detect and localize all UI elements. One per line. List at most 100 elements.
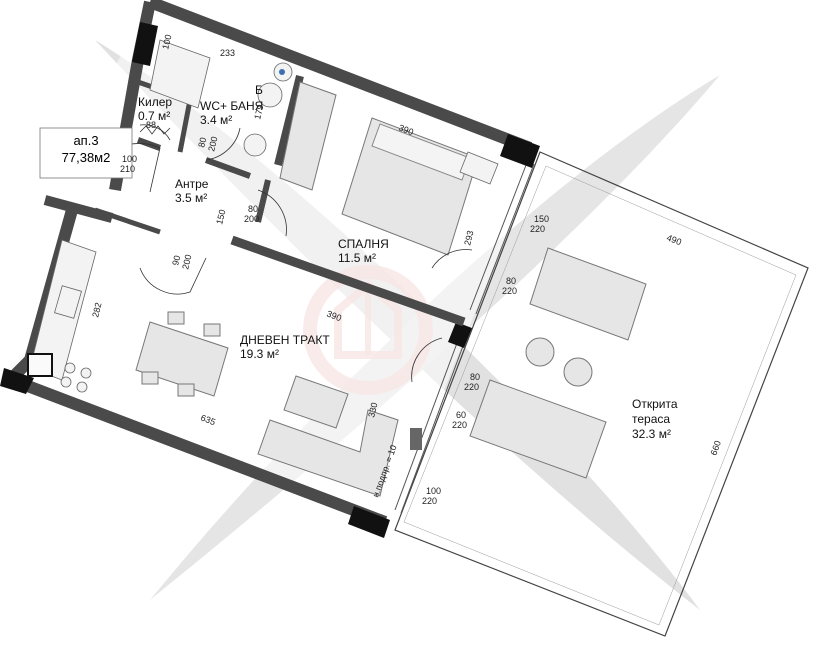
pillar-top-right — [500, 134, 540, 168]
svg-text:90: 90 — [170, 254, 182, 266]
dim-100: 100 — [160, 33, 173, 50]
terrace-sofa-2 — [469, 379, 607, 479]
wardrobe — [279, 81, 337, 191]
dim-179: 179 — [252, 103, 265, 120]
terrace-furniture — [469, 247, 647, 479]
terrace-glazing — [394, 159, 535, 514]
boiler-label: Б — [255, 83, 263, 97]
toilet — [257, 82, 283, 108]
wall-hall-bedroom — [255, 179, 271, 223]
bedroom-furniture — [279, 81, 499, 256]
svg-text:100: 100 — [122, 154, 137, 164]
svg-text:210: 210 — [120, 164, 135, 174]
apartment-label: ап.3 77,38м2 — [39, 127, 133, 179]
dim-660: 660 — [708, 439, 723, 457]
terrace-sofa-1 — [529, 247, 647, 341]
washbasin — [243, 133, 267, 157]
svg-text:200: 200 — [244, 214, 259, 224]
terrace-outline — [394, 151, 809, 637]
pantry-area: 0.7 м² — [138, 109, 170, 123]
boiler-dot — [279, 69, 285, 75]
dining-table — [135, 321, 229, 397]
terrace-inner-edge — [403, 165, 797, 626]
dimension-labels: 100 233 179 88 390 150 293 282 390 635 3… — [90, 33, 723, 456]
shower-tray — [149, 39, 211, 109]
svg-text:220: 220 — [422, 496, 437, 506]
pillar-bottom-left — [0, 368, 34, 394]
bathroom-fixtures — [149, 39, 293, 157]
dining-chairs — [141, 311, 221, 397]
wall-bottom — [9, 374, 388, 528]
bathroom-name: WC+ БАНЯ — [200, 99, 263, 113]
wall-bath-south-2 — [204, 157, 252, 179]
corner-sofa — [257, 409, 399, 497]
svg-text:80: 80 — [470, 372, 480, 382]
dim-233: 233 — [220, 48, 235, 58]
svg-text:80: 80 — [506, 276, 516, 286]
door-living-terrace — [411, 337, 443, 383]
wall-hall-living — [94, 207, 161, 235]
hall-area: 3.5 м² — [175, 191, 207, 205]
apartment-label-frame — [39, 127, 133, 179]
pillar-column — [410, 428, 422, 450]
cooktop — [60, 362, 92, 393]
terrace-name-1: Открита — [632, 397, 678, 411]
living-name: ДНЕВЕН ТРАКТ — [240, 333, 330, 347]
door-bedroom-terrace — [431, 249, 473, 269]
svg-text:220: 220 — [452, 420, 467, 430]
apartment-area: 77,38м2 — [62, 150, 111, 165]
svg-text:80: 80 — [248, 204, 258, 214]
pillar-top-left — [132, 22, 158, 66]
opening-9: 100 220 — [422, 486, 441, 506]
apartment-floor — [15, 0, 540, 525]
living-furniture — [27, 239, 399, 497]
opening-8: 60 220 — [452, 410, 467, 430]
pantry-name: Килер — [138, 95, 172, 109]
wall-bedroom-living — [230, 235, 466, 327]
opening-3: 80 200 — [244, 204, 259, 224]
dim-88: 88 — [146, 120, 156, 130]
svg-text:80: 80 — [196, 136, 208, 148]
svg-text:100: 100 — [426, 486, 441, 496]
opening-5: 150 220 — [530, 214, 549, 234]
dim-490: 490 — [665, 233, 683, 248]
svg-text:60: 60 — [456, 410, 466, 420]
svg-text:220: 220 — [530, 224, 545, 234]
bedroom-name: СПАЛНЯ — [338, 237, 389, 251]
bedroom-area: 11.5 м² — [338, 251, 376, 265]
door-pantry — [139, 124, 171, 141]
opening-2: 80 200 — [196, 135, 219, 152]
svg-text:200: 200 — [206, 135, 219, 152]
dim-293: 293 — [462, 229, 475, 246]
terrace-name-2: тераса — [632, 412, 670, 426]
svg-text:220: 220 — [464, 382, 479, 392]
pillar-bottom-right — [348, 506, 390, 538]
bed-pillows — [371, 123, 471, 181]
hall-name: Антре — [175, 177, 209, 191]
opening-4: 90 200 — [170, 253, 193, 270]
svg-text:220: 220 — [502, 286, 517, 296]
dim-330: 330 — [366, 401, 379, 418]
terrace-area: 32.3 м² — [632, 427, 671, 441]
terrace-stool-2 — [563, 357, 593, 387]
wall-top — [147, 0, 533, 154]
opening-7: 80 220 — [464, 372, 480, 392]
opening-1: 100 210 — [120, 154, 137, 174]
nightstand — [459, 151, 499, 185]
terrace-stool-1 — [525, 337, 555, 367]
living-area: 19.3 м² — [240, 347, 279, 361]
sink — [54, 285, 82, 319]
door-bedroom — [257, 189, 287, 237]
svg-text:200: 200 — [180, 253, 193, 270]
room-labels: Килер 0.7 м² WC+ БАНЯ 3.4 м² Б Антре 3.5… — [138, 83, 678, 441]
wall-entry-stub — [43, 195, 114, 223]
door-living — [139, 257, 207, 295]
pantry-shelf — [139, 125, 171, 135]
svg-text:150: 150 — [534, 214, 549, 224]
door-bath — [205, 127, 241, 161]
pillars — [0, 22, 540, 538]
opening-6: 80 220 — [502, 276, 517, 296]
dim-282: 282 — [90, 301, 103, 318]
apartment-number: ап.3 — [73, 133, 98, 148]
